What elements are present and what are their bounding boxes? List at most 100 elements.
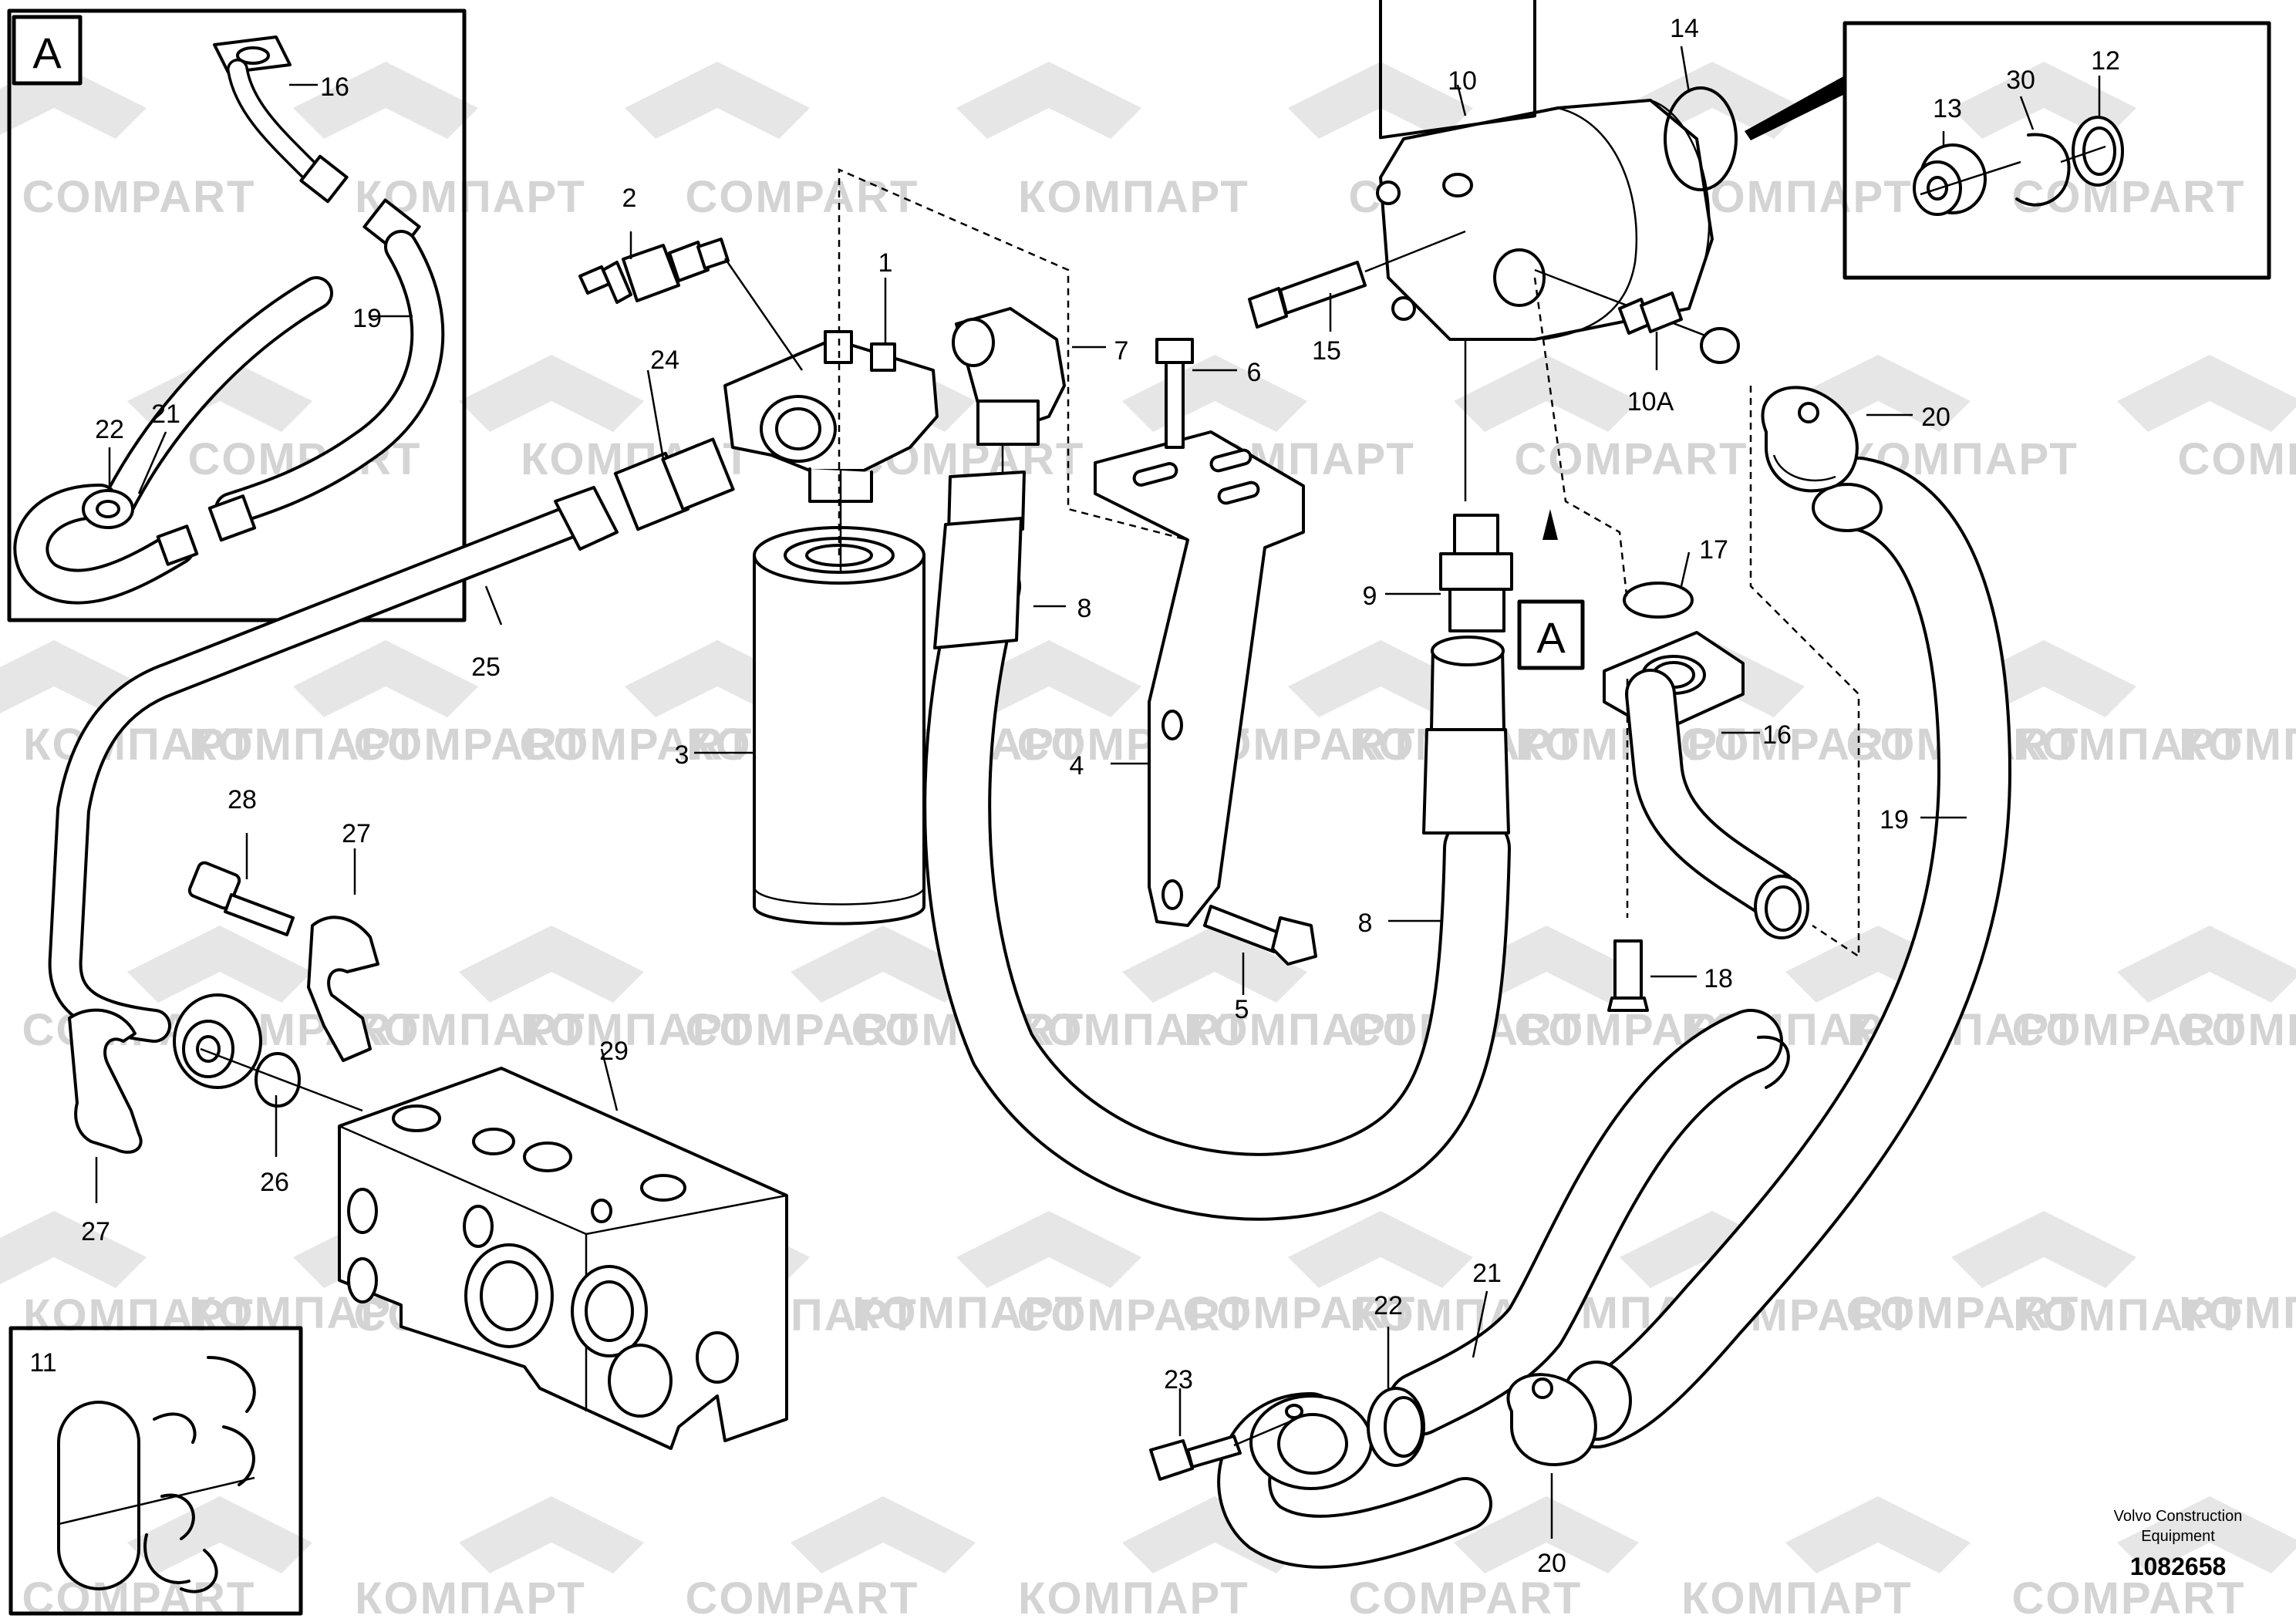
- callout-15: 15: [1312, 336, 1341, 366]
- callout-30: 30: [2006, 66, 2035, 95]
- watermark-shape: [2117, 1496, 2296, 1573]
- watermark-shape: [459, 1496, 644, 1573]
- watermark-shape: [2117, 355, 2296, 432]
- watermark-text: COMPART: [354, 720, 588, 770]
- callout-1: 1: [878, 248, 893, 278]
- callout-10a: 10A: [1627, 387, 1674, 416]
- watermark-text: КОМПАРТ: [521, 1005, 752, 1055]
- callout-25: 25: [471, 653, 501, 682]
- watermark-text: COMPART: [2012, 1573, 2246, 1622]
- callout-20-bottom: 20: [1537, 1549, 1566, 1578]
- callout-21-main: 21: [1472, 1259, 1502, 1288]
- callout-22-main: 22: [1374, 1291, 1403, 1320]
- callout-7: 7: [1114, 336, 1129, 366]
- credit-line-1: Volvo Construction: [2114, 1508, 2243, 1525]
- callout-13: 13: [1933, 94, 1962, 123]
- watermark-shape: [1454, 1496, 1639, 1573]
- callout-9: 9: [1363, 582, 1377, 611]
- callout-3: 3: [675, 740, 689, 770]
- watermark-text: COMPART: [2012, 172, 2246, 222]
- watermark-text: COMPART: [1515, 434, 1748, 484]
- watermark-shape: [791, 1496, 976, 1573]
- callout-8-right: 8: [1358, 909, 1373, 938]
- watermark-text: КОМПАРТ: [2013, 1290, 2244, 1340]
- callout-17: 17: [1699, 535, 1728, 565]
- callout-22-detail: 22: [95, 415, 124, 444]
- watermark-text: COMPART: [2012, 1005, 2246, 1055]
- watermark-shape: [956, 640, 1141, 717]
- watermark-shape: [1454, 355, 1639, 432]
- callout-16-detail: 16: [320, 73, 349, 102]
- watermark-text: КОМПАРТ: [1018, 1573, 1249, 1622]
- callout-27-top: 27: [342, 819, 371, 848]
- callout-6: 6: [1247, 358, 1262, 387]
- callout-14: 14: [1670, 14, 1699, 43]
- valve-block-29: 29: [338, 1037, 788, 1450]
- watermark-text: COMPART: [1017, 1290, 1251, 1340]
- callout-19-detail: 19: [352, 304, 382, 333]
- watermark-shape: [127, 1496, 312, 1573]
- watermark-shape: [1122, 926, 1307, 1003]
- callout-8-left: 8: [1077, 594, 1092, 623]
- watermark-text: КОМПАРТ: [2179, 720, 2296, 770]
- watermark-shape: [956, 62, 1141, 139]
- pump-10: 10 14 15 10A A: [1248, 0, 1860, 959]
- callout-12: 12: [2091, 46, 2120, 76]
- callout-19-main: 19: [1880, 805, 1909, 835]
- watermark-shape: [1951, 1211, 2136, 1288]
- watermark-text: КОМПАРТ: [1184, 1005, 1415, 1055]
- watermark-shape: [293, 640, 478, 717]
- watermark-shape: [956, 1211, 1141, 1288]
- callout-26: 26: [260, 1168, 289, 1197]
- watermark-text: COMPART: [2178, 1005, 2296, 1055]
- flange-assembly: 28 27 26 27: [68, 785, 379, 1246]
- watermark-text: КОМПАРТ: [852, 1288, 1084, 1338]
- callout-5: 5: [1235, 995, 1249, 1024]
- watermark-text: КОМПАРТ: [355, 1005, 586, 1055]
- watermark-text: КОМПАРТ: [1681, 1573, 1913, 1622]
- detail-box-a: A 16 19 21 22: [7, 8, 467, 622]
- watermark-text: КОМПАРТ: [355, 1573, 586, 1622]
- section-a-label: A: [1536, 613, 1566, 662]
- callout-23: 23: [1164, 1365, 1193, 1394]
- watermark-shape: [459, 355, 644, 432]
- callout-28: 28: [228, 785, 257, 814]
- watermark-text: КОМПАРТ: [2013, 720, 2244, 770]
- watermark-text: COMPART: [22, 172, 256, 222]
- callout-24: 24: [650, 346, 679, 375]
- watermark-text: COMPART: [686, 172, 919, 222]
- document-number: 1082658: [2130, 1553, 2227, 1580]
- watermark-text: COMPART: [2178, 434, 2296, 484]
- watermark-shape: [459, 926, 644, 1003]
- watermark-text: КОМПАРТ: [23, 1290, 255, 1340]
- watermark-shape: [293, 62, 478, 139]
- detail-a-label: A: [32, 29, 62, 77]
- watermark-text: COMPART: [686, 1005, 919, 1055]
- callout-20-top: 20: [1921, 403, 1950, 432]
- detail-box-seals: 13 30 12: [1745, 21, 2271, 280]
- callout-29: 29: [599, 1037, 629, 1066]
- watermark-shape: [0, 1211, 147, 1288]
- bracket-4: 4 6 5: [1070, 338, 1317, 1024]
- hose-21: 22 21 23 20: [1149, 1009, 1790, 1578]
- callout-10: 10: [1448, 66, 1477, 96]
- watermark-shape: [1288, 640, 1473, 717]
- credit-line-2: Equipment: [2141, 1528, 2215, 1545]
- watermark-shape: [127, 926, 312, 1003]
- callout-27-bottom: 27: [81, 1217, 110, 1246]
- callout-16-main: 16: [1762, 720, 1792, 750]
- watermark-text: КОМПАРТ: [1018, 172, 1249, 222]
- callout-11: 11: [29, 1348, 56, 1378]
- watermark-text: COMPART: [520, 720, 754, 770]
- footer: Volvo Construction Equipment 1082658: [2114, 1508, 2243, 1580]
- callout-21-detail: 21: [151, 400, 180, 429]
- hose-19: 20 19: [1559, 386, 2011, 1448]
- watermark-text: COMPART: [1349, 1573, 1583, 1622]
- detail-box-11: 11: [8, 1326, 303, 1616]
- watermark-text: COMPART: [1183, 1288, 1417, 1338]
- callout-18: 18: [1704, 964, 1733, 993]
- watermark-shape: [1288, 1211, 1473, 1288]
- watermark-shape: [2117, 926, 2296, 1003]
